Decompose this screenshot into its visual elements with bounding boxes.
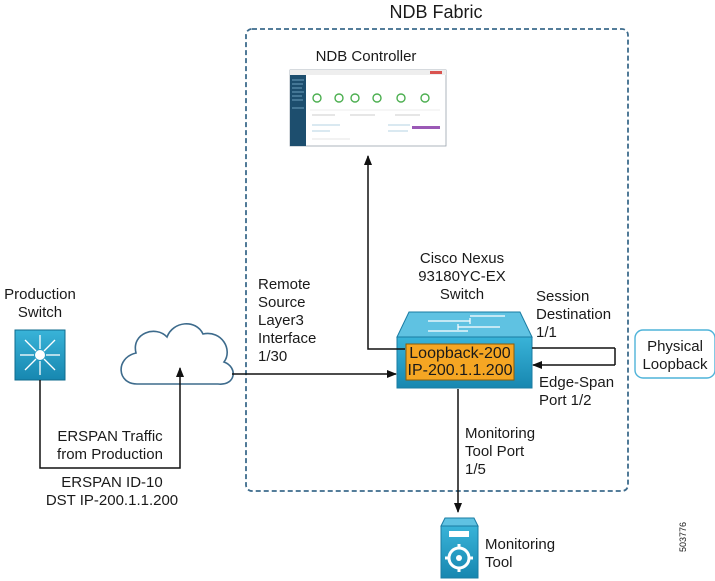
edge-span-line: Port 1/2 xyxy=(539,392,592,409)
monitoring-tool-label: Monitoring Tool xyxy=(485,536,555,572)
controller-label: NDB Controller xyxy=(315,48,417,65)
erspan-traffic-line: ERSPAN Traffic xyxy=(57,428,163,445)
session-destination-line: 1/1 xyxy=(536,324,557,341)
session-destination-line: Destination xyxy=(536,306,612,323)
switch-label: Cisco Nexus 93180YC-EX Switch xyxy=(400,250,524,304)
physical-loopback-label: Physical Loopback xyxy=(636,338,714,374)
switch-label-line: Cisco Nexus xyxy=(419,250,505,267)
figure-id: 503776 xyxy=(678,521,688,552)
session-destination-label: Session Destination 1/1 xyxy=(536,288,611,342)
nexus-switch-icon xyxy=(396,311,533,389)
edge-span-line: Edge-Span xyxy=(539,374,615,391)
remote-source-line: Source xyxy=(258,294,306,311)
loopback-label: Loopback-200 IP-200.1.1.200 xyxy=(404,345,516,379)
remote-source-line: Interface xyxy=(258,330,317,347)
remote-source-line: 1/30 xyxy=(258,348,288,365)
remote-source-line: Layer3 xyxy=(258,312,304,329)
monitoring-port-line: Monitoring xyxy=(465,425,536,442)
monitoring-tool-line: Monitoring xyxy=(485,536,556,553)
network-cloud xyxy=(120,323,234,385)
erspan-id-line: DST IP-200.1.1.200 xyxy=(45,492,179,509)
physical-loopback-box xyxy=(634,329,715,379)
production-label-line: Switch xyxy=(17,304,63,321)
controller-link xyxy=(364,155,405,350)
erspan-traffic-label: ERSPAN Traffic from Production xyxy=(44,428,176,464)
ndb-controller-screenshot xyxy=(289,69,447,147)
switch-label-line: Switch xyxy=(439,286,485,303)
monitoring-port-label: Monitoring Tool Port 1/5 xyxy=(465,425,535,479)
switch-label-line: 93180YC-EX xyxy=(418,268,506,285)
monitoring-port-line: 1/5 xyxy=(465,461,486,478)
physical-loopback-line: Loopback xyxy=(642,356,708,373)
erspan-id-label: ERSPAN ID-10 DST IP-200.1.1.200 xyxy=(22,474,202,510)
monitoring-port-line: Tool Port xyxy=(465,443,525,460)
erspan-id-line: ERSPAN ID-10 xyxy=(61,474,163,491)
session-destination-line: Session xyxy=(536,288,590,305)
loopback-name: Loopback-200 xyxy=(409,345,511,362)
production-switch-icon xyxy=(14,329,66,381)
remote-source-label: Remote Source Layer3 Interface 1/30 xyxy=(258,276,316,366)
erspan-traffic-line: from Production xyxy=(57,446,163,463)
production-label-line: Production xyxy=(4,286,76,303)
physical-loopback-line: Physical xyxy=(647,338,703,355)
fabric-boundary xyxy=(245,28,629,492)
loopback-box xyxy=(405,343,515,381)
remote-source-line: Remote xyxy=(258,276,311,293)
monitoring-tool-icon xyxy=(440,517,479,579)
production-switch-label: Production Switch xyxy=(0,286,82,322)
fabric-title: NDB Fabric xyxy=(389,2,483,22)
edge-span-label: Edge-Span Port 1/2 xyxy=(539,374,614,410)
monitoring-tool-line: Tool xyxy=(485,554,513,571)
loopback-ip: IP-200.1.1.200 xyxy=(407,362,513,379)
erspan-traffic-path xyxy=(39,367,184,469)
